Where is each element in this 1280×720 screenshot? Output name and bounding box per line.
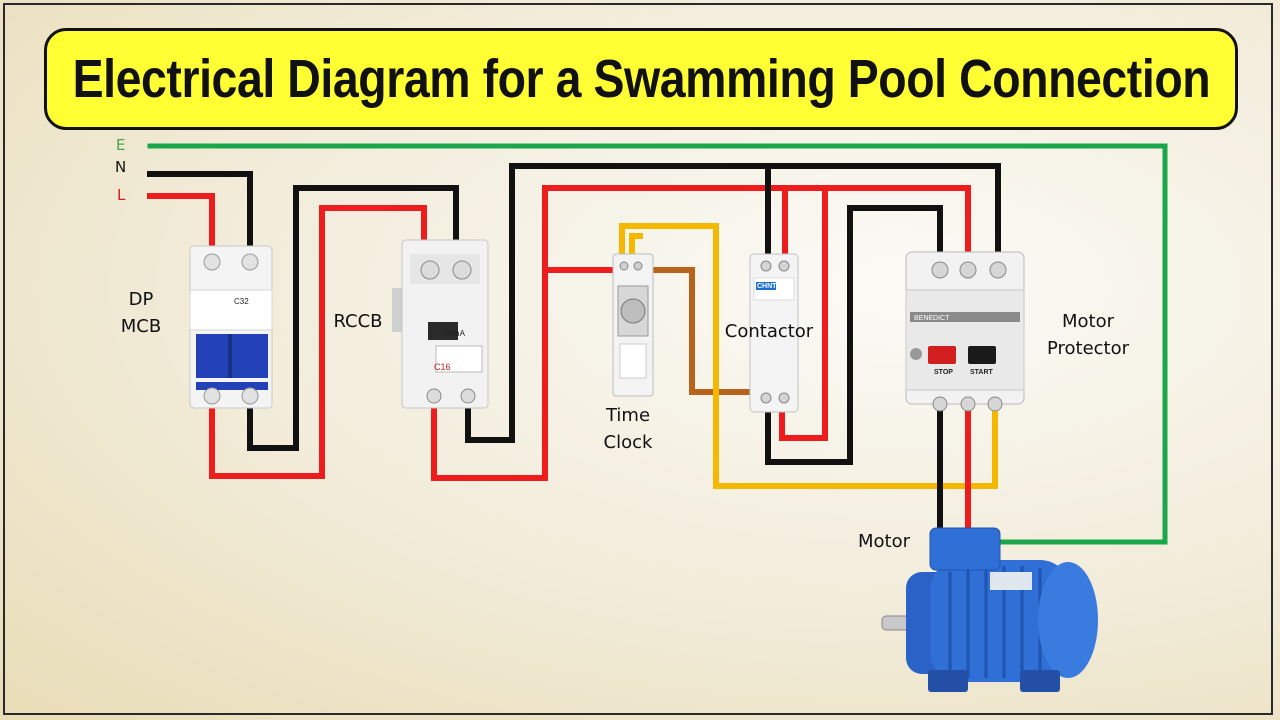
neutral-terminal-label: N [115,158,127,176]
line-to-protector-wire [785,185,971,265]
rccb-rating-text: C16 [434,362,451,372]
control-loop-wire [619,223,998,489]
earth-terminal-label: E [116,136,126,154]
rccb-sensitivity-text: 30mA [444,329,466,338]
neutral-feed-wire [147,171,253,261]
protector-stop-text: STOP [934,369,953,376]
contactor-label: Contactor [724,321,814,342]
line-feed-wire [147,193,215,261]
contactor-device: CHNT [749,253,799,413]
rccb-label: RCCB [333,311,383,332]
control-loop-wire-2 [629,233,643,265]
motor-protector-device: BENEDICT STOP START [905,251,1025,412]
mcb-rccb-neutral-wire [247,185,459,451]
diagram-title: Electrical Diagram for a Swamming Pool C… [72,49,1210,109]
neutral-to-protector-wire [765,163,1001,265]
earth-wire [147,143,1168,545]
line-terminal-label: L [117,186,126,204]
contactor-black-out-wire [765,205,943,465]
mcb-rccb-line-wire [209,205,427,479]
dp-mcb-device: C32 [189,245,273,409]
rccb-device: C16 30mA [392,239,489,409]
contactor-brand-text: CHNT [757,283,777,290]
mcb-rating-text: C32 [234,297,249,306]
motor-device [881,527,1098,692]
contactor-red-out-wire [779,185,828,441]
protector-start-text: START [970,369,994,376]
rccb-out-neutral-wire [465,163,771,443]
motor-label: Motor [857,531,910,552]
time-clock-device [612,253,654,397]
outer-frame [3,3,1273,715]
title-banner: Electrical Diagram for a Swamming Pool C… [44,28,1238,130]
protector-brand-text: BENEDICT [914,315,950,322]
rccb-out-line-wire [431,185,788,481]
timer-to-contactor-wire [633,267,771,395]
